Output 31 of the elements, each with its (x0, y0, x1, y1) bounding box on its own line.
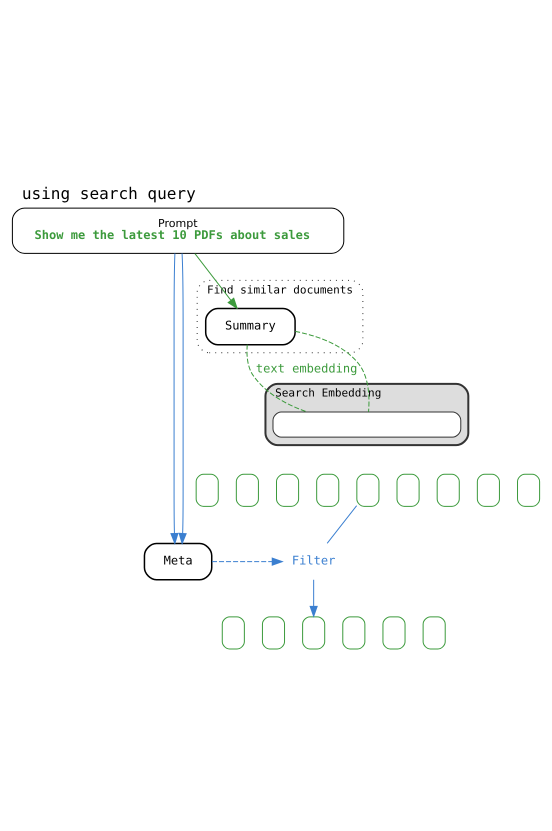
edge-label: text embedding (256, 361, 358, 376)
connector (326, 505, 358, 544)
node-box (316, 474, 340, 507)
cluster: Search Embedding (264, 382, 470, 446)
node-box (236, 474, 259, 507)
node-box (422, 616, 446, 650)
node-box (222, 616, 245, 650)
diagram-title: using search query (22, 184, 196, 203)
node-box (196, 474, 219, 507)
node-box (342, 616, 366, 650)
arrow (194, 253, 238, 310)
node-box (382, 616, 406, 650)
arrow (212, 557, 284, 566)
node-box: Summary (204, 308, 296, 346)
node-box (356, 474, 380, 507)
arrow (309, 580, 318, 618)
node-box (262, 616, 286, 650)
node-box (302, 616, 326, 650)
node-text: Filter (292, 554, 336, 568)
node-box (517, 474, 540, 507)
arrow (178, 253, 187, 546)
connector (246, 344, 308, 412)
connector (295, 330, 370, 412)
node-box (476, 474, 500, 507)
node-box: Meta (144, 542, 212, 580)
node-box: Prompt Show me the latest 10 PDFs about sales (12, 208, 344, 254)
arrow (170, 253, 179, 546)
node-box (436, 474, 460, 507)
node-box (272, 411, 462, 438)
node-box (396, 474, 420, 507)
node-box (276, 474, 300, 507)
